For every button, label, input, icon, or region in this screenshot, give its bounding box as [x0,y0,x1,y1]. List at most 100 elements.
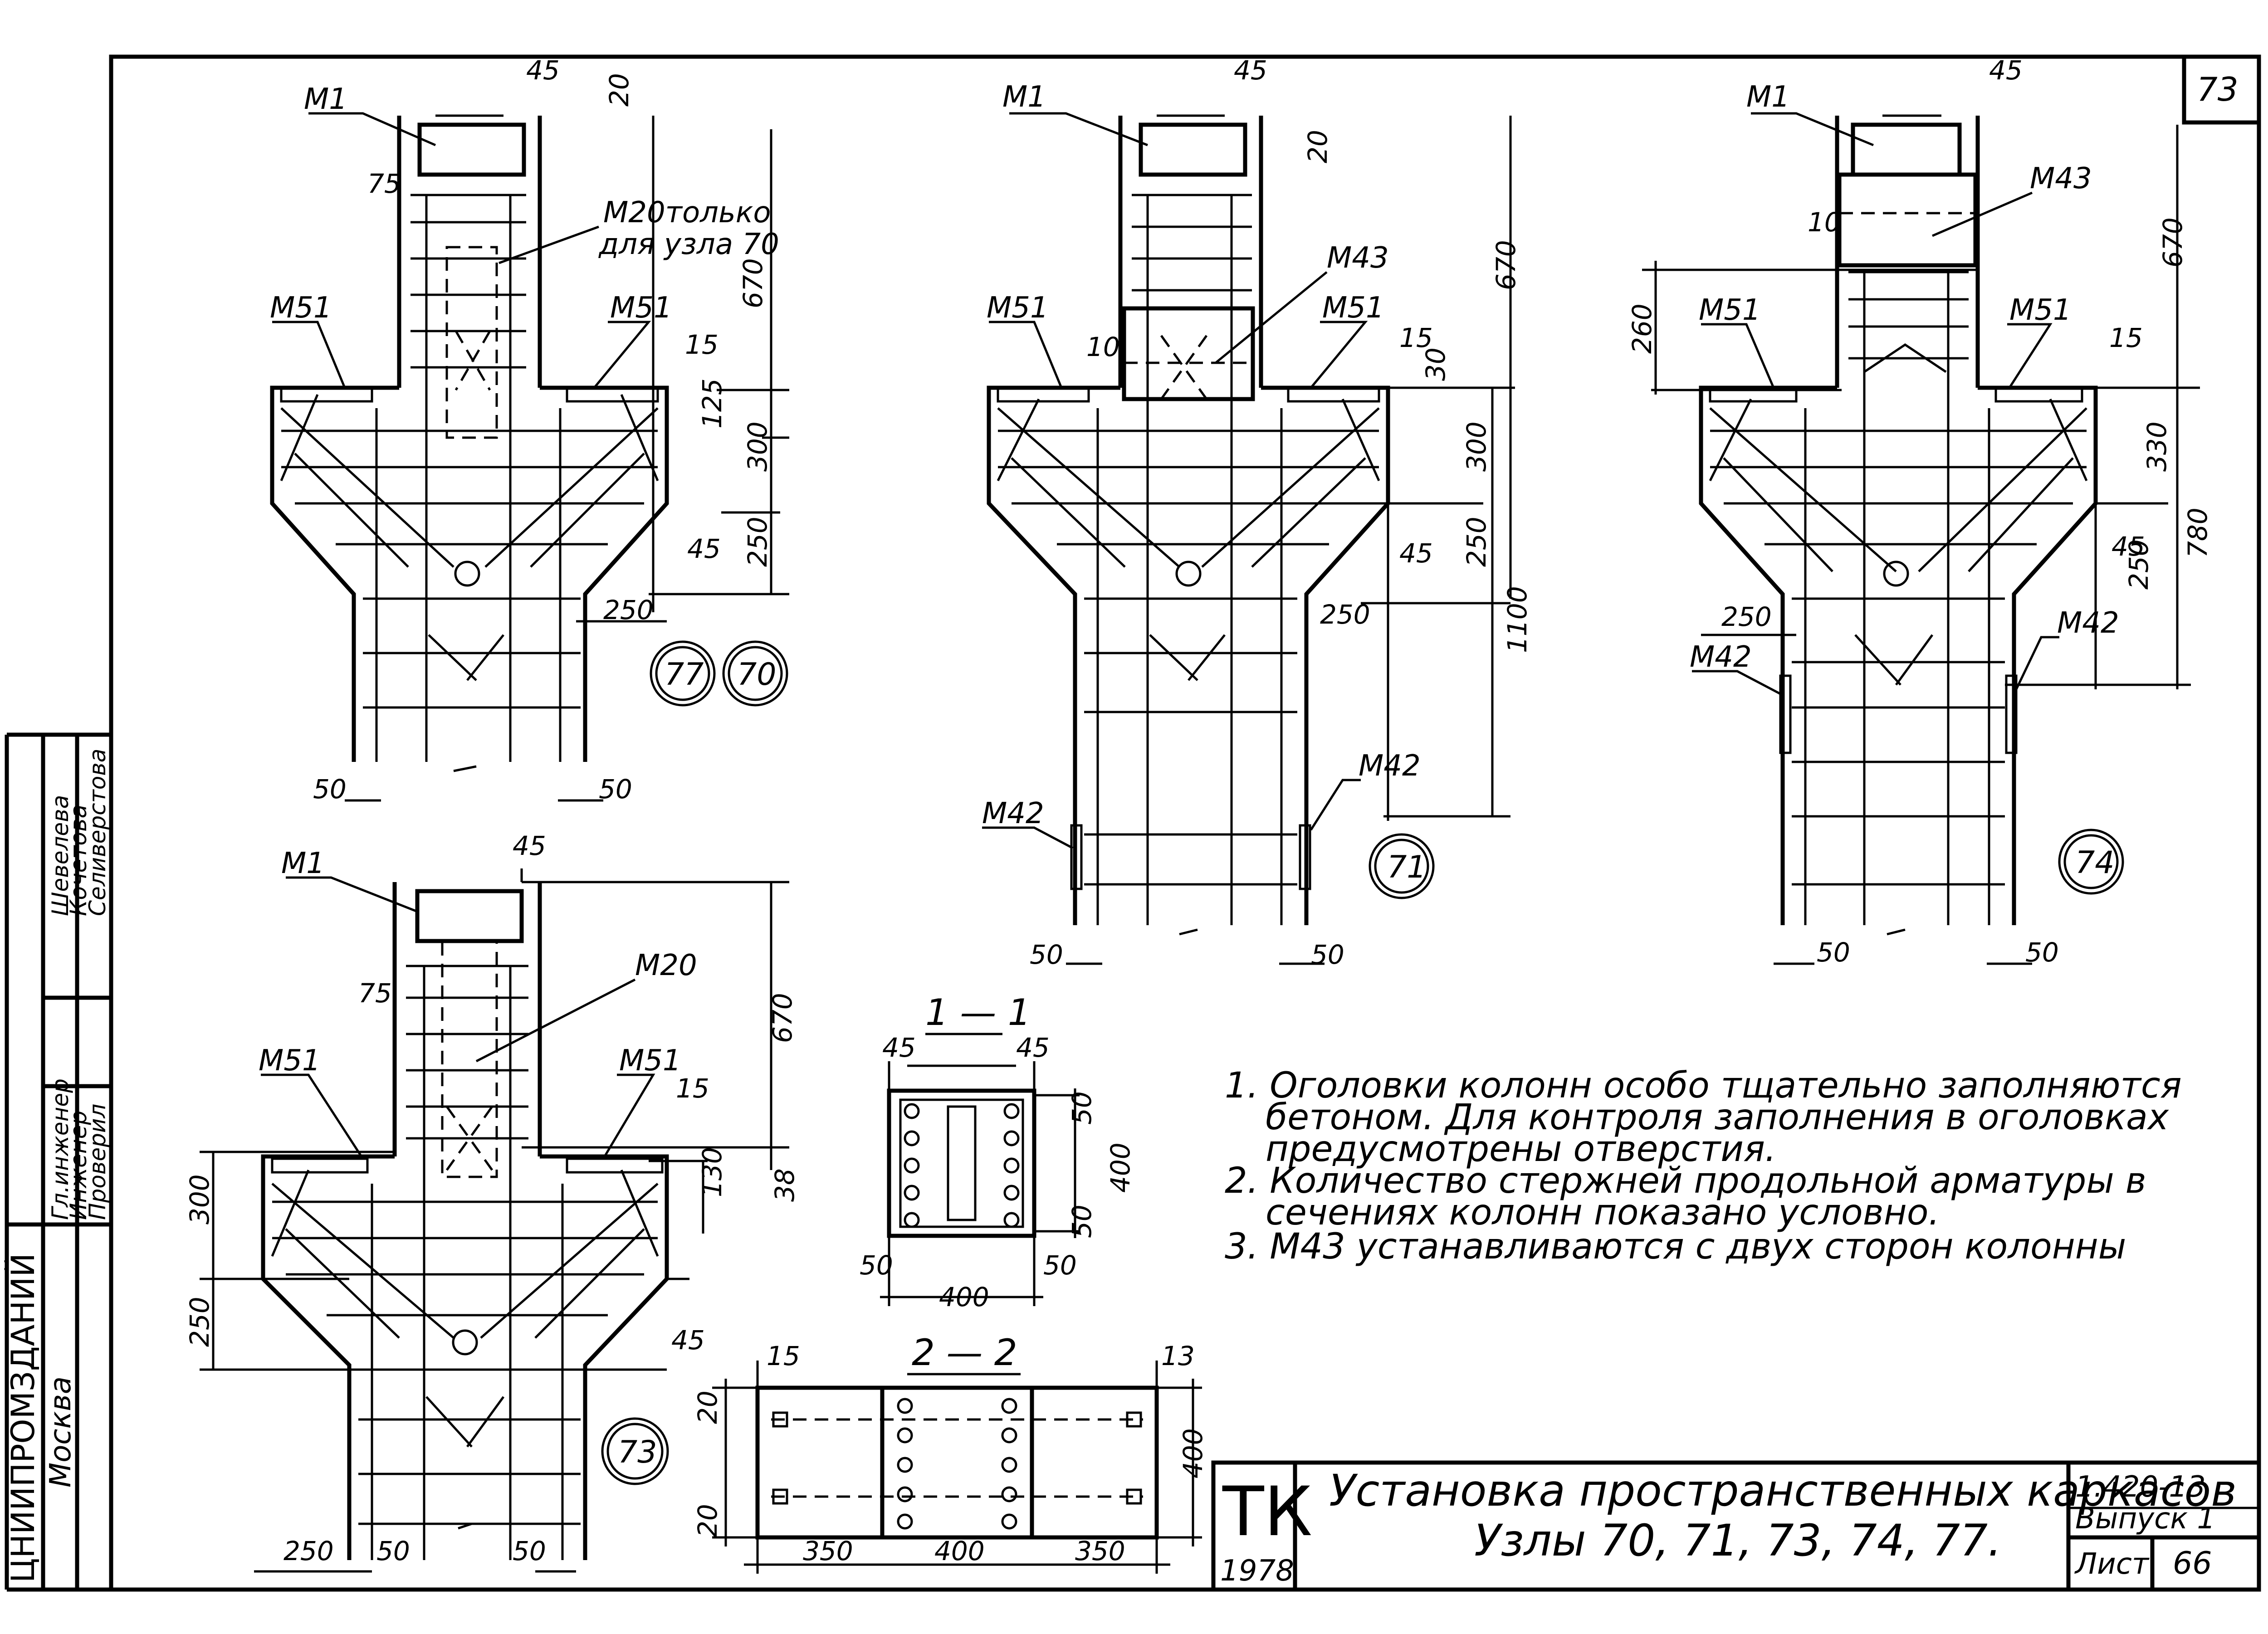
section-2-2-title: 2 — 2 [912,1332,1017,1374]
dim-50-right: 50 [599,774,632,805]
stamp-name-2: Кочетова [65,805,92,916]
dim-250-71-h: 250 [1320,599,1370,630]
label-m1-73: M1 [281,847,325,880]
dim-50-s1-right: 50 [1043,1250,1077,1281]
dim-670-71: 670 [1491,240,1521,290]
dim-250-73-v: 250 [184,1297,215,1347]
dim-15-74: 15 [2109,322,2143,353]
dim-20: 20 [604,73,635,107]
dim-300-71: 300 [1461,421,1492,472]
dim-50-73-left: 50 [376,1536,410,1566]
dim-1100-71: 1100 [1502,586,1533,653]
title-sheet-number: 66 [2173,1546,2212,1581]
dim-20-s2-bottom: 20 [692,1504,723,1537]
dim-250-v: 250 [742,517,773,567]
node-71-circle [1369,833,1435,899]
dim-300-73: 300 [184,1174,215,1224]
dim-250-h: 250 [603,595,654,625]
dim-250-73-h: 250 [284,1536,334,1566]
label-m42-71-right: M42 [1359,749,1421,783]
label-m43-74: M43 [2030,162,2092,195]
dim-50-74-left: 50 [1817,937,1850,968]
title-issue: Выпуск 1 [2075,1502,2215,1536]
node-71-label: 71 [1387,849,1427,885]
label-m1: M1 [304,83,347,116]
dim-780-74: 780 [2182,507,2213,558]
title-year: 1978 [1220,1554,1294,1588]
dim-45-s1-left: 45 [882,1032,916,1063]
dim-45-73-mid: 45 [671,1325,705,1356]
dim-250-74-h: 250 [1721,601,1772,632]
label-m1-71: M1 [1002,80,1046,114]
section-2-2: 2 — 2 15 13 20 20 400 350 400 350 [692,1332,1208,1574]
note-1-line1: 1. Оголовки колонн особо тщательно запол… [1225,1065,2182,1106]
sheet-border [109,54,2261,1592]
node-73-circle [601,1417,669,1485]
dim-130-73: 130 [697,1147,728,1197]
label-m42-71-left: M42 [982,797,1044,830]
dim-50-73-right: 50 [513,1536,546,1566]
dim-45-mid: 45 [687,533,721,564]
label-m1-74: M1 [1746,80,1790,114]
dim-38-73: 38 [769,1168,800,1202]
node-70-circle [722,640,788,707]
dim-670: 670 [738,258,768,308]
dim-10-71: 10 [1086,332,1120,362]
dim-400-s2-h: 400 [934,1536,985,1566]
dim-13-s2: 13 [1161,1341,1195,1371]
dim-20-71: 20 [1302,130,1333,163]
dim-50-left: 50 [313,774,347,805]
dim-45-s1-right: 45 [1016,1032,1050,1063]
title-mark: ТК [1222,1473,1312,1551]
title-series: 1.420-13 [2075,1470,2206,1504]
stamp-name-3: Селиверстова [84,749,111,916]
dim-400-s1-h: 400 [939,1282,989,1312]
dim-75: 75 [367,168,401,199]
node-77-70-labels: M1 M20только для узла 70 M51 M51 45 20 7… [270,55,788,805]
node-77-70-drawing [270,114,789,802]
dim-670-74: 670 [2157,217,2188,268]
dim-15-s2: 15 [767,1341,800,1371]
label-m20-note2: для узла 70 [598,228,779,261]
dim-50-71-left: 50 [1030,939,1063,970]
label-m42-74-right: M42 [2057,606,2119,640]
label-m20-73: M20 [635,949,697,982]
dim-15-71: 15 [1399,322,1433,353]
label-m51-73-left: M51 [259,1044,321,1078]
dim-50-s1-left: 50 [860,1250,893,1281]
label-m51-74-right: M51 [2009,293,2072,327]
section-1-1-title: 1 — 1 [925,991,1031,1034]
dim-20-s2-top: 20 [692,1390,723,1424]
node-70-label: 70 [737,657,777,693]
note-1-line3: предусмотрены отверстия. [1266,1129,1776,1170]
title-block: ТК 1978 Установка пространственных карка… [1211,1460,2261,1592]
dim-250-71-v: 250 [1461,517,1492,567]
label-m51-71-right: M51 [1322,291,1384,325]
dim-45-71-mid: 45 [1399,538,1433,569]
dim-400-s2-v: 400 [1178,1428,1208,1478]
dim-250-74-v: 250 [2123,539,2154,590]
node-73-labels: M1 M20 M51 M51 45 75 670 15 130 38 300 2… [184,830,800,1566]
label-m51-73-right: M51 [619,1044,681,1078]
stamp-role-3: Проверил [84,1104,111,1220]
dim-15: 15 [685,329,719,360]
label-m51-74-left: M51 [1699,293,1761,327]
node-71-drawing [987,114,1515,965]
dim-45-top: 45 [526,55,560,86]
label-m51-right: M51 [610,291,672,325]
node-74-label: 74 [2075,845,2115,881]
node-71-labels: M1 M43 M51 M51 45 20 670 10 15 30 300 45… [982,55,1533,970]
dim-400-s1-v: 400 [1105,1142,1136,1193]
dim-670-73: 670 [767,993,798,1043]
dim-45-73: 45 [513,830,546,861]
side-stamp: ЦНИИПРОМЗДАНИЙ Москва Гл.инженер Инженер… [5,732,111,1592]
note-2-line1: 2. Количество стержней продольной армату… [1225,1161,2146,1201]
section-1-1: 1 — 1 45 45 50 400 50 50 50 400 [860,991,1136,1312]
dim-330-74: 330 [2141,421,2172,472]
dim-45-74: 45 [1989,55,2023,86]
node-74-circle [2058,829,2124,895]
note-2-line2: сечениях колонн показано условно. [1266,1192,1940,1233]
notes-block: 1. Оголовки колонн особо тщательно запол… [1225,1065,2182,1267]
stamp-city: Москва [44,1376,78,1488]
